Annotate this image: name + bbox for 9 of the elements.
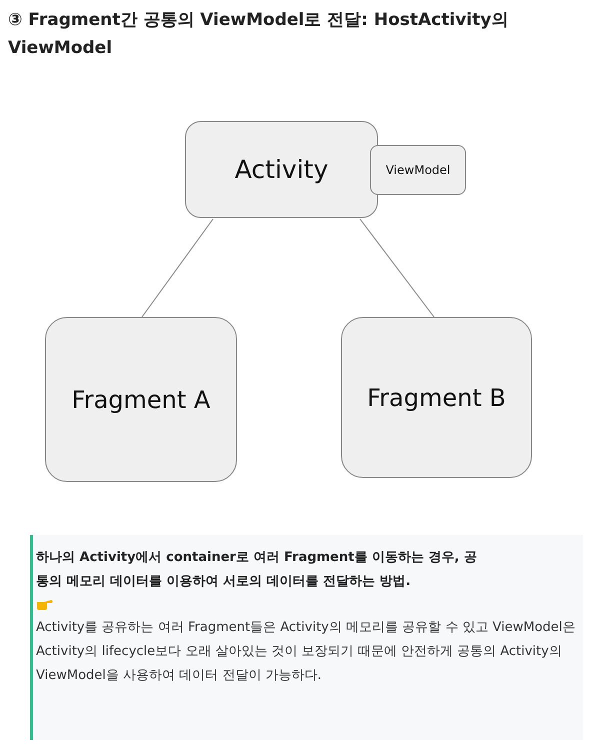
fragment-box: Fragment B bbox=[341, 317, 532, 478]
fragment-box: Fragment A bbox=[45, 317, 237, 482]
activity-box: Activity bbox=[185, 121, 378, 218]
connector-line bbox=[360, 218, 434, 318]
title: ③ Fragment간 공통의 ViewModel로 전달: HostActivity의 ViewModel bbox=[8, 9, 510, 60]
connector-line bbox=[142, 218, 214, 318]
viewmodel-box: ViewModel bbox=[370, 145, 466, 195]
note-heading: 하나의 Activity에서 container로 여러 Fragment를 이동하는 경우, 공통의 메모리 데이터를 이용하여 서로의 데이터를 전달하는 방법. bbox=[36, 549, 478, 591]
note-text: Activity를 공유하는 여러 Fragment들은 Activity의 메모리를 공유할 수 있고 ViewModel은 Activity의 lifecycle보다 오래 살아있는 것이 보장되기 때문에 안전하게 공통의 Activity의 ViewModel을 사용하여 데이터 전달이 가능하다. bbox=[36, 619, 576, 685]
